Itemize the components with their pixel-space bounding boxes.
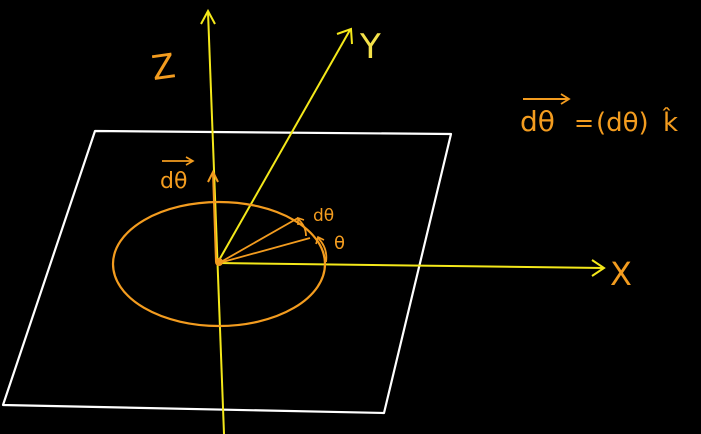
dtheta-vector-arrowhead [207,169,219,183]
y-axis-arrowhead [336,27,353,45]
vector-label: dθ [160,169,187,194]
xy-plane [1,129,453,415]
circular-path [111,200,327,328]
z-axis-arrowhead [200,8,216,25]
y-axis-label: Y [359,27,381,67]
x-axis-arrowhead [591,259,606,277]
equation-unit: k̂ [662,106,678,138]
theta-arc [317,237,328,263]
radius-line-outer [218,217,299,264]
vector-label-overarrow-head [185,156,195,166]
radius-line-inner [218,237,311,264]
equation-lhs: dθ [520,105,555,138]
theta-arc-arrowhead [315,235,325,245]
x-axis-label: X [610,255,632,293]
z-axis [207,11,225,434]
origin-point [215,258,223,266]
theta-angle-label: θ [334,233,345,254]
dtheta-arc-arrowhead [297,216,305,225]
x-axis [217,262,604,269]
equation-rhs: (dθ) [596,108,649,138]
equation-equals: = [574,109,594,137]
dtheta-arc [297,218,307,237]
z-axis-label: Z [149,46,178,89]
dtheta-vector [212,171,217,263]
y-axis [217,29,351,263]
equation-lhs-overarrow-head [560,93,571,105]
dtheta-angle-label: dθ [313,206,334,226]
